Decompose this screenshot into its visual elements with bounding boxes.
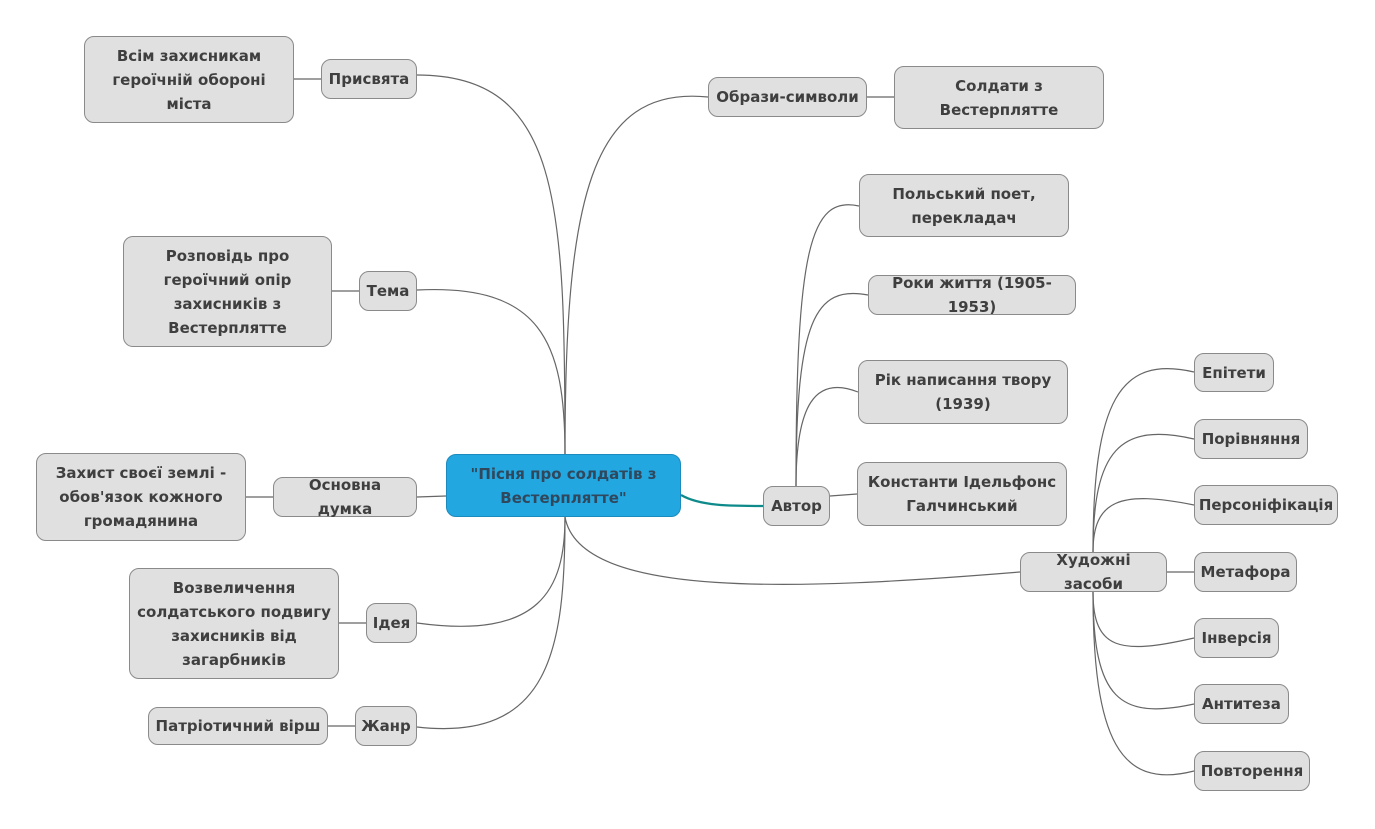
link-devices	[564, 516, 1021, 585]
branch-author-label: Автор	[771, 497, 822, 515]
link-theme	[416, 288, 566, 455]
idea-detail[interactable]: Возвеличення солдатського подвигу захисн…	[129, 568, 339, 679]
branch-devices-label: Художні засоби	[1056, 551, 1131, 593]
theme-detail-text: Розповідь про героїчний опір захисників …	[163, 246, 292, 337]
branch-theme[interactable]: Тема	[359, 271, 417, 311]
device-item-text: Порівняння	[1201, 430, 1301, 448]
branch-idea-label: Ідея	[372, 614, 411, 632]
branch-author[interactable]: Автор	[763, 486, 830, 526]
dedication-detail[interactable]: Всім захисникам героїчній обороні міста	[84, 36, 294, 123]
symbols-detail[interactable]: Солдати з Вестерплятте	[894, 66, 1104, 129]
branch-theme-label: Тема	[366, 282, 410, 300]
device-item-text: Антитеза	[1202, 695, 1281, 713]
branch-main-idea[interactable]: Основна думка	[273, 476, 417, 518]
author-item-text: Рік написання твору (1939)	[874, 371, 1052, 413]
branch-genre-label: Жанр	[361, 717, 411, 735]
link-author-item	[829, 493, 858, 497]
branch-idea[interactable]: Ідея	[366, 603, 417, 643]
device-item[interactable]: Інверсія	[1194, 618, 1279, 658]
link-author-item	[795, 292, 869, 487]
link-device-item	[1092, 591, 1195, 710]
link-idea	[416, 516, 566, 627]
link-genre	[416, 516, 566, 730]
branch-symbols[interactable]: Образи-символи	[708, 77, 867, 117]
link-author-item	[795, 204, 860, 487]
author-item[interactable]: Польський поет, перекладач	[859, 174, 1069, 237]
link-device-item	[1092, 368, 1195, 553]
device-item[interactable]: Антитеза	[1194, 684, 1289, 724]
author-item[interactable]: Роки життя (1905-1953)	[868, 274, 1076, 316]
genre-detail-text: Патріотичний вірш	[155, 717, 321, 735]
branch-symbols-label: Образи-символи	[716, 88, 859, 106]
device-item[interactable]: Епітети	[1194, 353, 1274, 392]
link-symbols	[564, 95, 709, 455]
link-device-item	[1092, 591, 1195, 648]
link-main-idea	[416, 495, 447, 498]
author-item[interactable]: Константи Ідельфонс Галчинський	[857, 462, 1067, 526]
device-item-text: Персоніфікація	[1198, 496, 1334, 514]
device-item[interactable]: Метафора	[1194, 552, 1297, 592]
branch-devices[interactable]: Художні засоби	[1020, 551, 1167, 593]
link-author-item	[795, 386, 859, 487]
device-item[interactable]: Повторення	[1194, 751, 1310, 791]
author-item[interactable]: Рік написання твору (1939)	[858, 360, 1068, 424]
idea-detail-text: Возвеличення солдатського подвигу захисн…	[137, 578, 331, 669]
theme-detail[interactable]: Розповідь про героїчний опір захисників …	[123, 236, 332, 347]
branch-dedication[interactable]: Присвята	[321, 59, 417, 99]
device-item-text: Епітети	[1202, 363, 1266, 382]
device-item[interactable]: Персоніфікація	[1194, 485, 1338, 525]
link-author	[680, 494, 764, 508]
central-topic[interactable]: "Пісня про солдатів з Вестерплятте"	[446, 454, 681, 517]
genre-detail[interactable]: Патріотичний вірш	[148, 707, 328, 745]
device-item-text: Повторення	[1200, 762, 1304, 780]
symbols-detail-text: Солдати з Вестерплятте	[939, 76, 1059, 119]
central-topic-label: "Пісня про солдатів з Вестерплятте"	[470, 464, 657, 507]
link-dedication	[416, 74, 566, 455]
device-item[interactable]: Порівняння	[1194, 419, 1308, 459]
main-idea-detail[interactable]: Захист своєї землі - обов'язок кожного г…	[36, 453, 246, 541]
link-device-item	[1092, 433, 1195, 553]
main-idea-detail-text: Захист своєї землі - обов'язок кожного г…	[55, 464, 227, 530]
author-item-text: Константи Ідельфонс Галчинський	[867, 473, 1057, 515]
link-device-item	[1092, 498, 1195, 553]
link-device-item	[1092, 591, 1195, 776]
branch-main-idea-label: Основна думка	[308, 476, 382, 518]
dedication-detail-text: Всім захисникам героїчній обороні міста	[112, 46, 266, 113]
branch-dedication-label: Присвята	[328, 70, 410, 88]
author-item-text: Роки життя (1905-1953)	[892, 274, 1052, 316]
device-item-text: Метафора	[1200, 563, 1291, 581]
device-item-text: Інверсія	[1201, 629, 1272, 647]
branch-genre[interactable]: Жанр	[355, 706, 417, 746]
author-item-text: Польський поет, перекладач	[892, 184, 1036, 227]
